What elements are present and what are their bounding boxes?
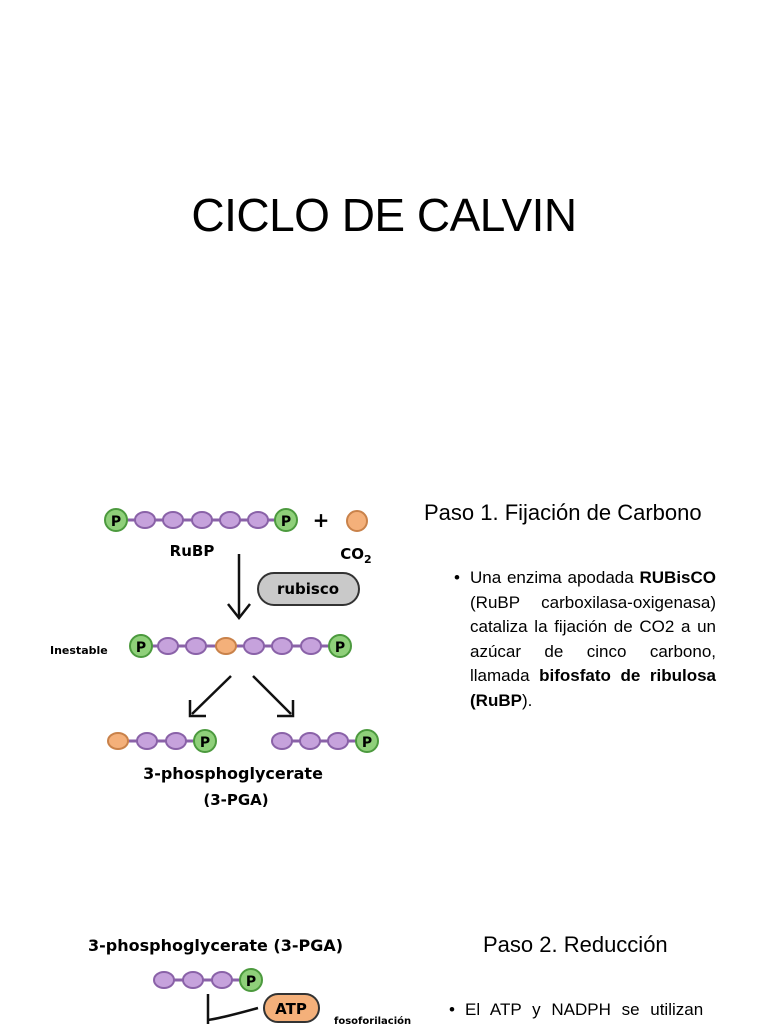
product-abbr-label: (3-PGA) [203, 791, 268, 809]
plus-sign: + [313, 508, 330, 532]
rubp-chain: P P [104, 508, 298, 532]
phosphate-circle [328, 634, 352, 658]
carbon-bead [299, 732, 321, 750]
product-label: 3-phosphoglycerate [143, 764, 323, 783]
carbon-bead [165, 732, 187, 750]
carbon-bead [182, 971, 204, 989]
carbon-bead [300, 637, 322, 655]
unstable-label: Inestable [50, 644, 108, 657]
rubisco-label: rubisco [277, 580, 339, 598]
step2-title: Paso 2. Reducción [483, 932, 668, 957]
reduction-diagram: 3-phosphoglycerate (3-PGA) P ATP fosofor… [88, 936, 411, 1024]
slide-reduction: 3-phosphoglycerate (3-PGA) P ATP fosofor… [0, 890, 768, 1024]
carbon-bead [191, 511, 213, 529]
phosphate-label: P [246, 974, 256, 990]
rubisco-enzyme [257, 572, 360, 606]
phosphate-circle [274, 508, 298, 532]
atp-badge [263, 993, 320, 1023]
phosphate-circle [239, 968, 263, 992]
carbon-bead [219, 511, 241, 529]
carbon-bead [153, 971, 175, 989]
bullet-dot: • [449, 1000, 455, 1019]
co2-circle [346, 510, 368, 532]
phosphate-label: P [362, 735, 372, 751]
atp-label: ATP [275, 1000, 307, 1018]
carbon-fixation-diagram: P P + RuBP CO2 rubisco Inestable P [50, 508, 379, 809]
slide-carbon-fixation: P P + RuBP CO2 rubisco Inestable P [0, 470, 768, 890]
carbon-bead [136, 732, 158, 750]
down-arrow-icon [227, 554, 251, 621]
phosphate-label: P [111, 514, 121, 530]
carbon-bead [271, 732, 293, 750]
pga-chain: P [153, 968, 263, 992]
unstable-intermediate-chain: P P [129, 634, 352, 658]
split-arrow-left-icon [188, 675, 232, 718]
carbon-bead [247, 511, 269, 529]
carbon-bead [243, 637, 265, 655]
phosphate-circle [355, 729, 379, 753]
process-label: fosoforilación [334, 1015, 411, 1024]
phosphate-label: P [335, 640, 345, 656]
slide-title: CICLO DE CALVIN [191, 189, 577, 241]
pga-chain-left: P [107, 729, 217, 753]
carbon-bead [271, 637, 293, 655]
title-slide: CICLO DE CALVIN [0, 0, 768, 470]
co2-label: CO2 [340, 545, 371, 566]
step1-title: Paso 1. Fijación de Carbono [424, 500, 702, 525]
carbon-bead [107, 732, 129, 750]
pga-chain-right: P [271, 729, 379, 753]
phosphate-circle [193, 729, 217, 753]
reaction-arrow-icon [206, 994, 259, 1024]
phosphate-label: P [136, 640, 146, 656]
phosphate-circle [104, 508, 128, 532]
phosphate-label: P [281, 514, 291, 530]
step2-bullet: •El ATP y NADPH se utilizan [449, 998, 716, 1023]
carbon-bead [162, 511, 184, 529]
carbon-bead [157, 637, 179, 655]
split-arrow-right-icon [252, 675, 295, 718]
carbon-bead [215, 637, 237, 655]
rubp-label: RuBP [170, 542, 215, 560]
bullet-dot: • [454, 568, 460, 587]
phosphate-label: P [200, 735, 210, 751]
step1-bullet: •Una enzima apodada RUBisCO (RuBP carbox… [454, 568, 716, 710]
carbon-bead [327, 732, 349, 750]
phosphate-circle [129, 634, 153, 658]
carbon-bead [185, 637, 207, 655]
carbon-bead [134, 511, 156, 529]
carbon-bead [211, 971, 233, 989]
product-header-label: 3-phosphoglycerate (3-PGA) [88, 936, 343, 955]
